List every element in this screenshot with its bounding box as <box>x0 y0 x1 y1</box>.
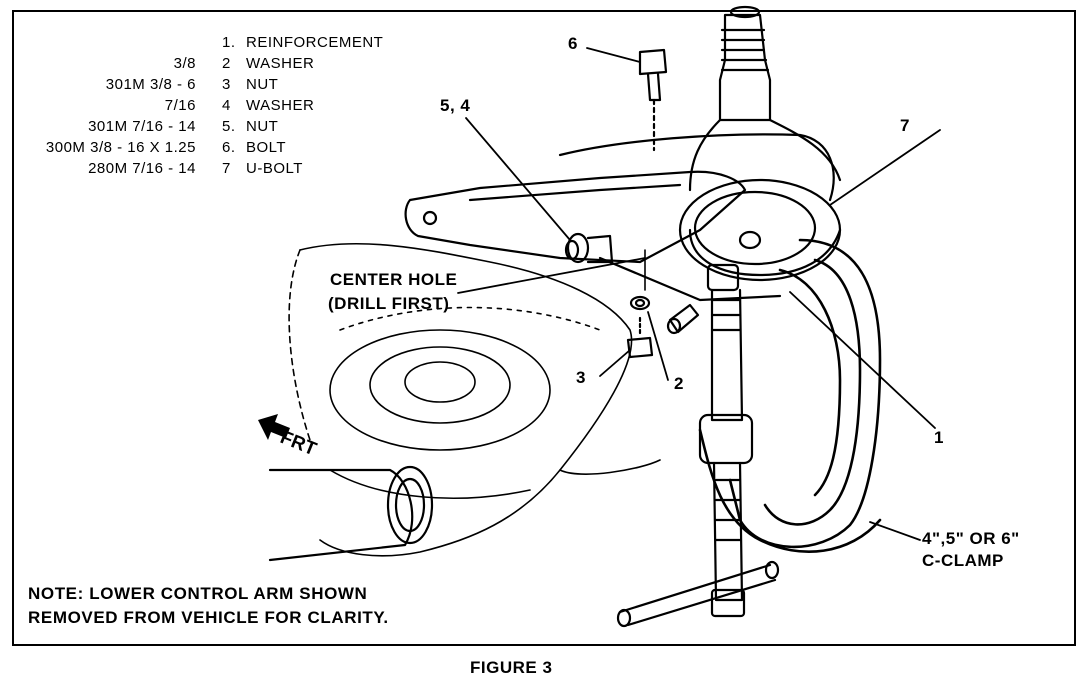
nut-5-washer-4 <box>564 232 614 264</box>
legend-spec: 301M 7/16 - 14 <box>88 118 196 135</box>
note-line-2: REMOVED FROM VEHICLE FOR CLARITY. <box>28 608 389 627</box>
legend-spec: 280M 7/16 - 14 <box>88 160 196 177</box>
c-clamp-size: 4",5" OR 6" <box>922 529 1020 548</box>
legend-number: 6. <box>222 139 236 156</box>
legend-part-name: WASHER <box>246 97 315 114</box>
note-line-1: NOTE: LOWER CONTROL ARM SHOWN <box>28 584 368 603</box>
c-clamp-label: 4",5" OR 6" C-CLAMP <box>922 528 1020 572</box>
legend-number: 4 <box>222 97 231 114</box>
ball-joint-stud <box>558 5 842 202</box>
legend-spec: 301M 3/8 - 6 <box>105 76 196 93</box>
legend-part-name: U-BOLT <box>246 160 303 177</box>
legend-spec: 7/16 <box>164 97 196 114</box>
drill-first-label: (DRILL FIRST) <box>328 294 450 313</box>
legend-spec: 3/8 <box>173 55 196 72</box>
legend-part-name: BOLT <box>246 139 287 156</box>
legend-number: 2 <box>222 55 231 72</box>
figure-frame <box>12 10 1076 646</box>
note-text: NOTE: LOWER CONTROL ARM SHOWN REMOVED FR… <box>28 582 389 630</box>
legend-number: 3 <box>222 76 231 93</box>
c-clamp <box>698 238 882 553</box>
legend-number: 1. <box>222 34 236 51</box>
callout-2: 2 <box>674 374 684 393</box>
legend-part-name: NUT <box>246 118 279 135</box>
figure-caption: FIGURE 3 <box>470 658 553 677</box>
legend-spec: 300M 3/8 - 16 X 1.25 <box>45 139 196 156</box>
lower-control-arm <box>288 242 661 557</box>
washer-2 <box>629 295 651 311</box>
leader-lines <box>457 47 941 541</box>
reinforcement-bracket <box>404 170 782 302</box>
c-clamp-name: C-CLAMP <box>922 551 1004 570</box>
bolt-stub <box>666 303 700 335</box>
callout-5-4: 5, 4 <box>440 96 471 115</box>
legend-part-name: WASHER <box>246 55 315 72</box>
legend-number: 5. <box>222 118 236 135</box>
arm-bushing <box>268 465 434 562</box>
callout-1: 1 <box>934 428 944 447</box>
center-hole-label: CENTER HOLE <box>330 270 458 289</box>
callout-7: 7 <box>900 116 910 135</box>
clamp-screw <box>616 263 780 628</box>
callout-6: 6 <box>568 34 578 53</box>
callout-3: 3 <box>576 368 586 387</box>
legend-part-name: REINFORCEMENT <box>246 34 384 51</box>
ball-joint-seat <box>678 178 842 282</box>
bolt-6 <box>638 48 668 152</box>
frt-arrow <box>258 414 290 440</box>
legend-number: 7 <box>222 160 231 177</box>
legend-part-name: NUT <box>246 76 279 93</box>
